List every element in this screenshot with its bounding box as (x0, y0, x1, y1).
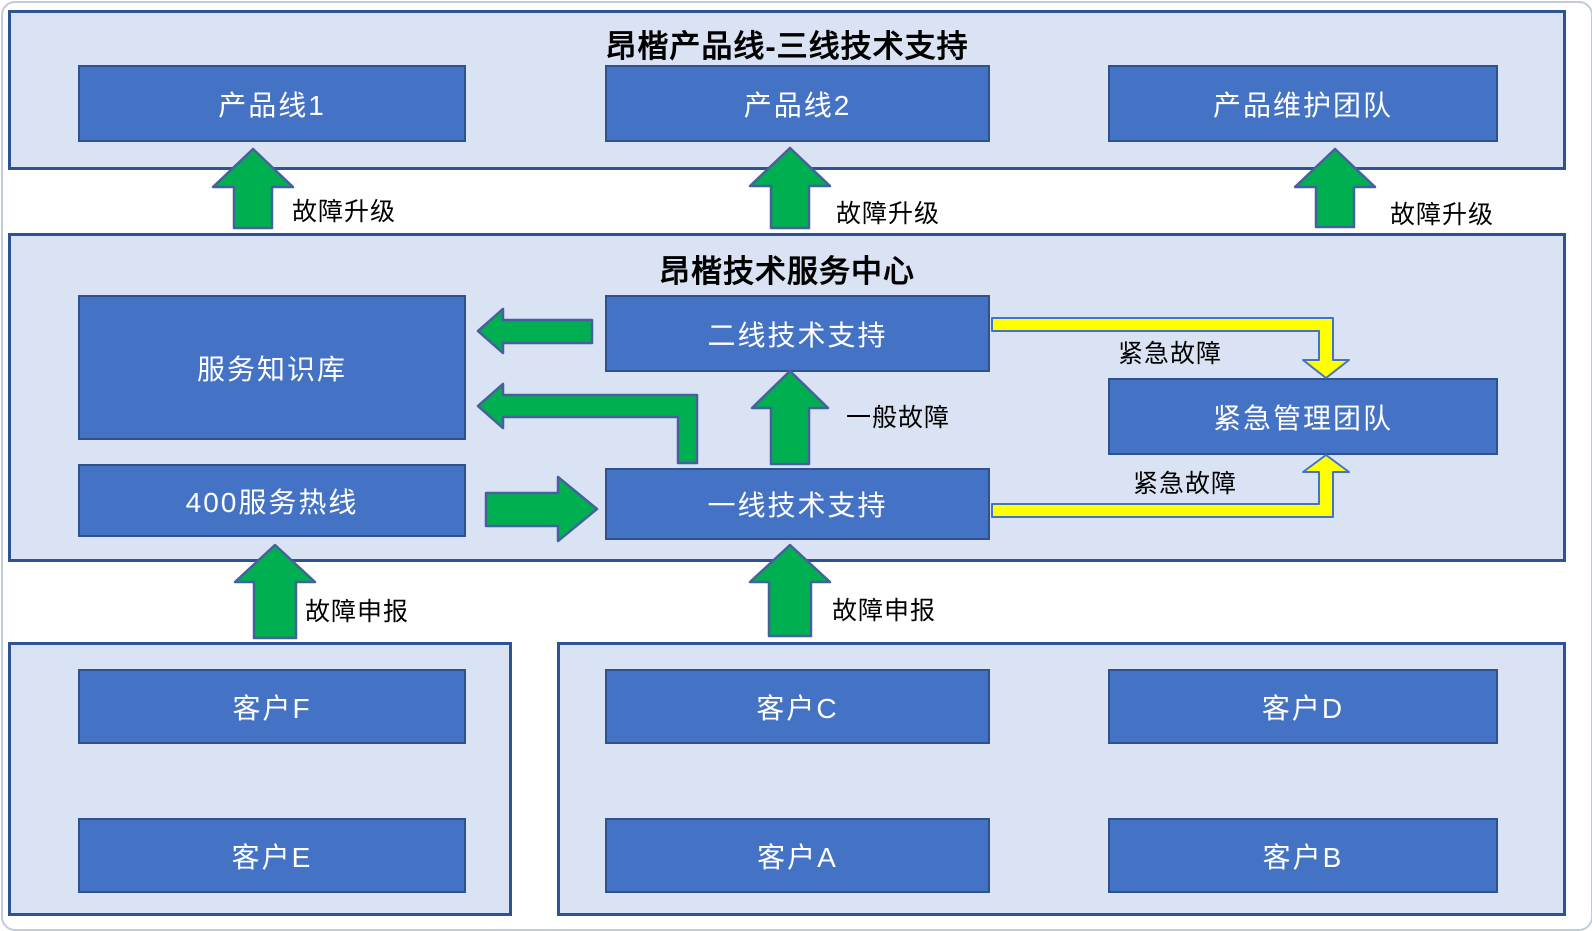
box-customer-f: 客户F (78, 669, 466, 744)
box-400-hotline: 400服务热线 (78, 464, 466, 537)
general-fault-label: 一般故障 (846, 404, 951, 432)
box-product-line-2: 产品线2 (605, 65, 990, 142)
product-lines-title: 昂楷产品线-三线技术支持 (605, 29, 969, 64)
escalation-label-1: 故障升级 (292, 198, 397, 226)
box-second-line-support: 二线技术支持 (605, 295, 990, 372)
box-service-knowledge-base: 服务知识库 (78, 295, 466, 440)
box-customer-c: 客户C (605, 669, 990, 744)
report-label-2: 故障申报 (832, 597, 937, 625)
report-label-1: 故障申报 (305, 598, 410, 626)
urgent-fault-label-bottom: 紧急故障 (1133, 470, 1238, 498)
service-center-title: 昂楷技术服务中心 (659, 254, 915, 289)
box-first-line-support: 一线技术支持 (605, 468, 990, 540)
urgent-fault-label-top: 紧急故障 (1118, 340, 1223, 368)
escalation-label-2: 故障升级 (836, 200, 941, 228)
box-customer-a: 客户A (605, 818, 990, 893)
box-emergency-management-team: 紧急管理团队 (1108, 378, 1498, 455)
box-customer-b: 客户B (1108, 818, 1498, 893)
box-customer-d: 客户D (1108, 669, 1498, 744)
box-product-line-1: 产品线1 (78, 65, 466, 142)
escalation-label-3: 故障升级 (1390, 201, 1495, 229)
box-customer-e: 客户E (78, 818, 466, 893)
box-product-maintenance-team: 产品维护团队 (1108, 65, 1498, 142)
